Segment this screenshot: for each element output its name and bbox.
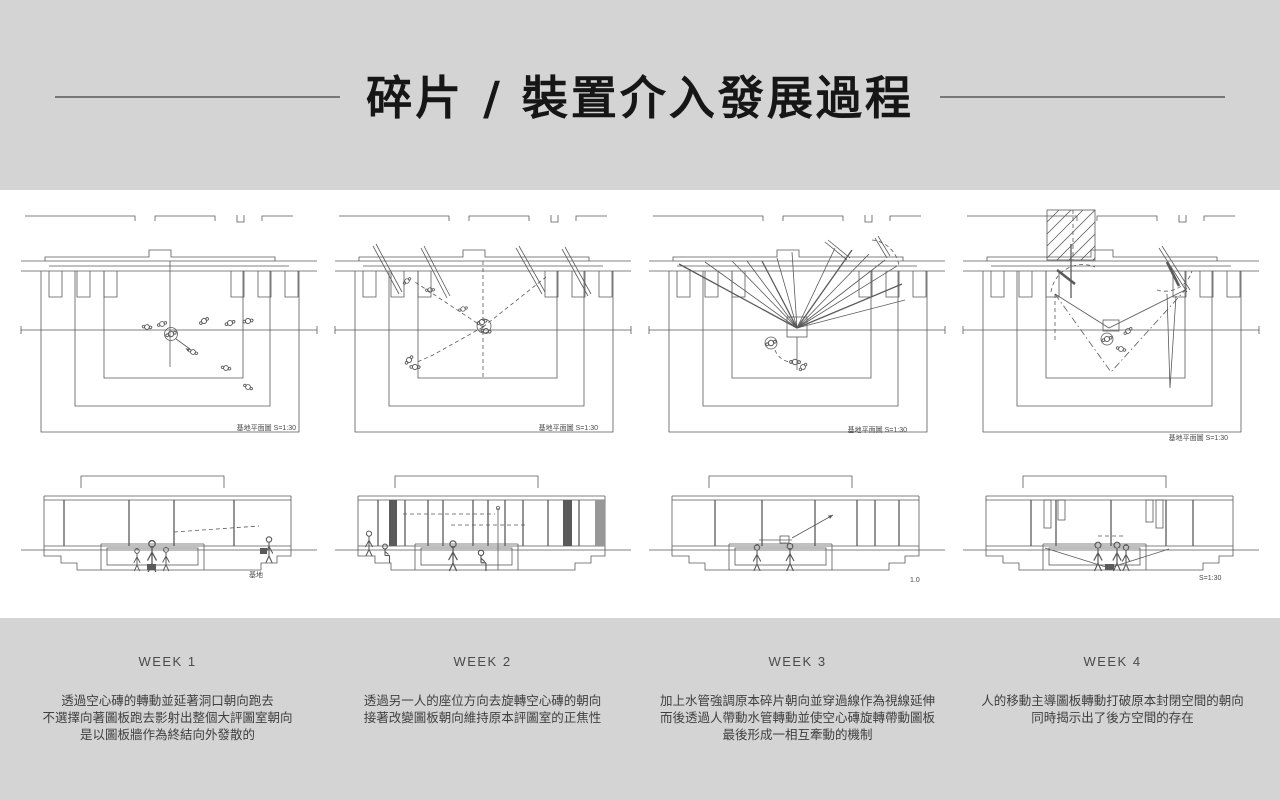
plan-scale-caption: 基地平面圖 S=1:30 — [539, 423, 598, 432]
week-4-label: WEEK 4 — [1083, 654, 1142, 669]
plan-scale-caption: 基地平面圖 S=1:30 — [848, 425, 907, 434]
week-2-description: WEEK 2 透過另一人的座位方向去旋轉空心磚的朝向 接著改變圖板朝向維持原本評… — [325, 654, 640, 800]
plan-drawing-week1: 基地平面圖 S=1:30 — [20, 215, 318, 433]
week-column-1: 基地平面圖 S=1:30 — [12, 196, 326, 618]
week-column-4: 基地平面圖 S=1:30 — [954, 196, 1268, 618]
week-descriptions: WEEK 1 透過空心磚的轉動並延著洞口朝向跑去 不選擇向著圖板跑去影射出整個大… — [0, 618, 1280, 800]
week-3-text-line: 最後形成一相互牽動的機制 — [722, 728, 873, 742]
section-caption: 1.0 — [910, 577, 920, 584]
section-drawing-week1: 基地 — [21, 475, 317, 579]
week-2-text-line: 透過另一人的座位方向去旋轉空心磚的朝向 — [363, 694, 602, 708]
section-caption: S=1:30 — [1199, 575, 1221, 582]
week-4-description: WEEK 4 人的移動主導圖板轉動打破原本封閉空間的朝向 同時揭示出了後方空間的… — [955, 654, 1270, 800]
week-1-label: WEEK 1 — [138, 654, 197, 669]
week-4-text-line: 人的移動主導圖板轉動打破原本封閉空間的朝向 — [981, 694, 1244, 708]
week-1-description: WEEK 1 透過空心磚的轉動並延著洞口朝向跑去 不選擇向著圖板跑去影射出整個大… — [10, 654, 325, 800]
plan-drawing-week3: 基地平面圖 S=1:30 — [648, 215, 946, 434]
title-rule-right — [939, 96, 1225, 98]
slide-header: 碎片 / 裝置介入發展過程 — [0, 0, 1280, 190]
plan-drawing-week2: 基地平面圖 S=1:30 — [334, 215, 632, 433]
plan-scale-caption: 基地平面圖 S=1:30 — [1169, 433, 1228, 442]
week-4-text-line: 同時揭示出了後方空間的存在 — [1031, 711, 1194, 725]
title-rule-left — [55, 96, 341, 98]
week-3-text-line: 而後透過人帶動水管轉動並使空心磚旋轉帶動圖板 — [659, 711, 935, 725]
section-caption: 基地 — [249, 570, 263, 579]
week-1-text-line: 透過空心磚的轉動並延著洞口朝向跑去 — [61, 694, 274, 708]
section-drawing-week2 — [335, 475, 631, 572]
section-drawing-week3: 1.0 — [649, 475, 945, 584]
week-2-label: WEEK 2 — [453, 654, 512, 669]
week-3-text-line: 加上水管強調原本碎片朝向並穿過線作為視線延伸 — [659, 694, 935, 708]
plan-drawing-week4: 基地平面圖 S=1:30 — [962, 209, 1260, 442]
week-1-text-line: 是以圖板牆作為終結向外發散的 — [79, 728, 255, 742]
week-2-text-line: 接著改變圖板朝向維持原本評圖室的正焦性 — [363, 711, 602, 725]
week-3-description: WEEK 3 加上水管強調原本碎片朝向並穿過線作為視線延伸 而後透過人帶動水管轉… — [640, 654, 955, 800]
week-3-label: WEEK 3 — [768, 654, 827, 669]
week-column-3: 基地平面圖 S=1:30 1.0 — [640, 196, 954, 618]
week-column-2: 基地平面圖 S=1:30 — [326, 196, 640, 618]
page-title: 碎片 / 裝置介入發展過程 — [366, 71, 914, 125]
plan-scale-caption: 基地平面圖 S=1:30 — [237, 423, 296, 432]
section-drawing-week4: S=1:30 — [963, 475, 1259, 582]
drawings-canvas: 基地平面圖 S=1:30 — [0, 190, 1280, 618]
week-1-text-line: 不選擇向著圖板跑去影射出整個大評圖室朝向 — [42, 711, 293, 725]
